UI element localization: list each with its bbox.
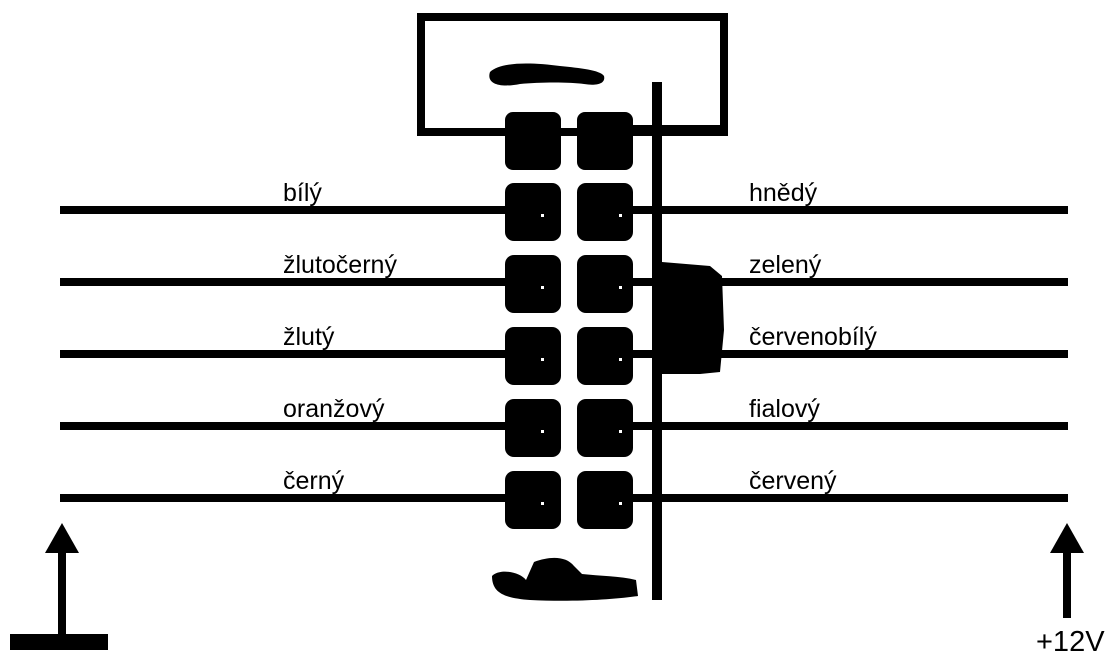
pin-right-notch-1 — [619, 214, 622, 217]
wire-label-right-1: hnědý — [749, 179, 818, 207]
wire-labels: bílý hnědý žlutočerný zelený žlutý červenobíl… — [283, 179, 877, 495]
wires — [60, 125, 1068, 502]
wire-label-right-3: červenobílý — [749, 323, 877, 351]
pin-left-2 — [505, 255, 561, 313]
connector-side-bar — [652, 82, 724, 600]
supply-arrow-icon — [1050, 523, 1084, 618]
connector-pins — [505, 112, 633, 529]
wire-label-left-4: oranžový — [283, 395, 385, 423]
pin-right-notch-4 — [619, 430, 622, 433]
pin-top-right — [577, 112, 633, 170]
pin-right-5 — [577, 471, 633, 529]
pin-left-notch-2 — [541, 286, 544, 289]
pin-top-left — [505, 112, 561, 170]
pin-left-3 — [505, 327, 561, 385]
pin-right-2 — [577, 255, 633, 313]
pin-left-5 — [505, 471, 561, 529]
pin-left-4 — [505, 399, 561, 457]
pin-left-1 — [505, 183, 561, 241]
ground-bar — [10, 634, 108, 650]
supply-voltage-label: +12V — [1036, 626, 1105, 658]
pin-left-notch-5 — [541, 502, 544, 505]
wire-label-left-3: žlutý — [283, 323, 335, 351]
pin-left-notch-1 — [541, 214, 544, 217]
pin-right-notch-2 — [619, 286, 622, 289]
wire-label-left-1: bílý — [283, 179, 322, 207]
pin-left-notch-4 — [541, 430, 544, 433]
pin-right-notch-3 — [619, 358, 622, 361]
wire-label-right-5: červený — [749, 467, 837, 495]
wire-label-right-4: fialový — [749, 395, 820, 423]
wire-label-left-5: černý — [283, 467, 345, 495]
pin-right-notch-5 — [619, 502, 622, 505]
pin-left-notch-3 — [541, 358, 544, 361]
ground-icon — [10, 523, 108, 650]
pin-right-1 — [577, 183, 633, 241]
connector-top-blob — [489, 63, 605, 86]
wire-label-right-2: zelený — [749, 251, 822, 279]
pin-right-3 — [577, 327, 633, 385]
pin-right-4 — [577, 399, 633, 457]
connector-bottom-blob — [492, 557, 638, 601]
connector-top-loop — [417, 13, 728, 136]
supply-arrow-head — [1050, 523, 1084, 553]
wire-label-left-2: žlutočerný — [283, 251, 397, 279]
ground-arrow-head — [45, 523, 79, 553]
